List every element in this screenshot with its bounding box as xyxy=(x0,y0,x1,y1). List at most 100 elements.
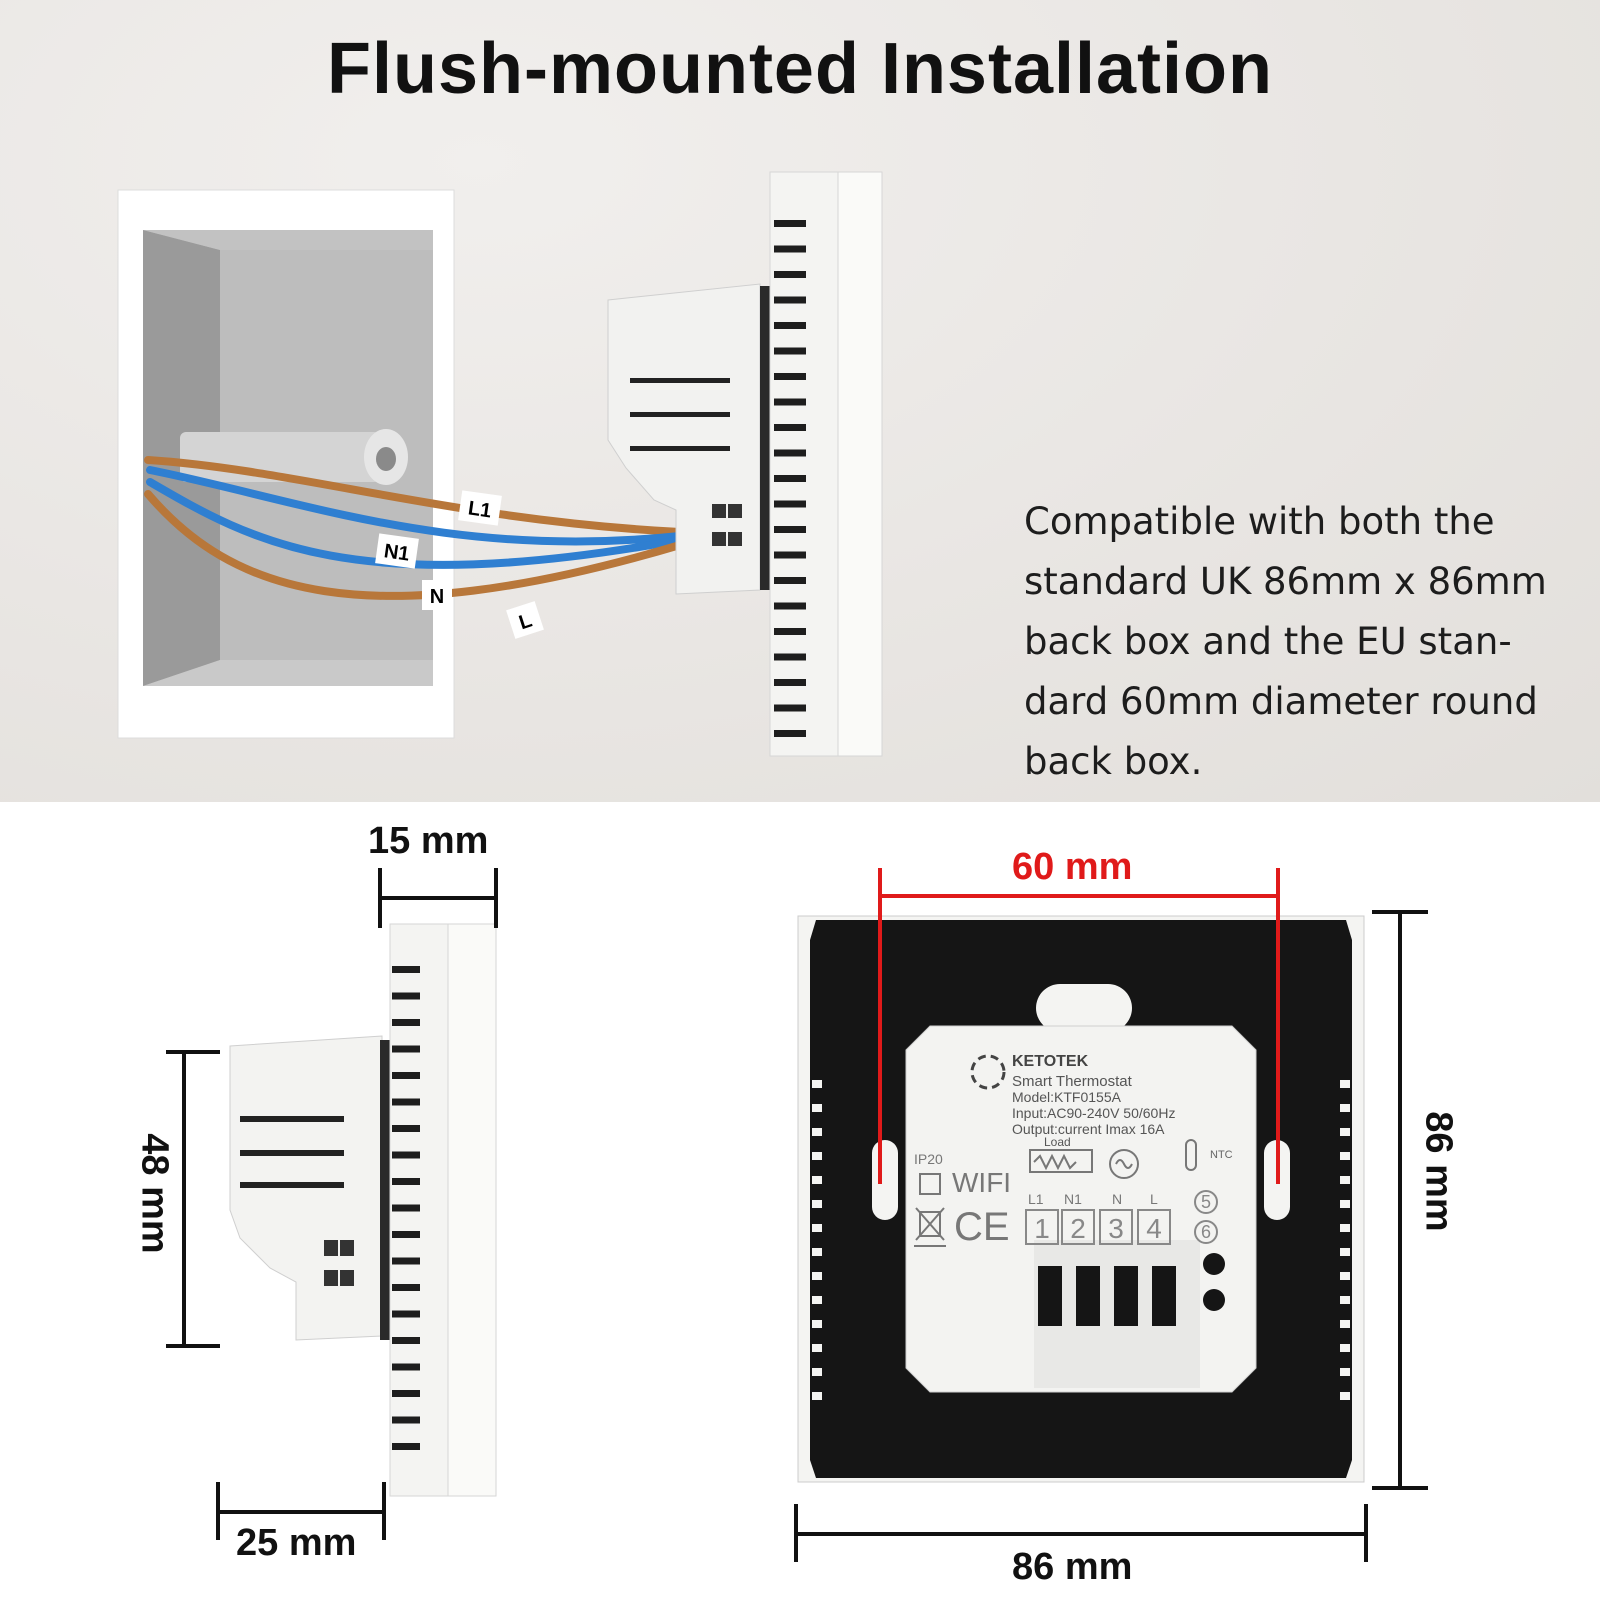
vent-slot xyxy=(774,628,806,635)
dimension-label-25mm: 25 mm xyxy=(236,1522,357,1564)
plate-notch xyxy=(1340,1080,1350,1088)
page-title: Flush-mounted Installation xyxy=(327,29,1273,109)
svg-text:L1: L1 xyxy=(467,497,493,522)
svg-text:Output:current Imax 16A: Output:current Imax 16A xyxy=(1012,1121,1165,1137)
vent-slot xyxy=(392,1125,420,1132)
vent-slot xyxy=(392,992,420,1000)
plate-notch xyxy=(812,1104,822,1112)
plate-notch xyxy=(1340,1296,1350,1304)
plate-notch xyxy=(812,1344,822,1352)
svg-text:6: 6 xyxy=(1201,1222,1211,1242)
svg-text:Smart Thermostat: Smart Thermostat xyxy=(1012,1073,1133,1090)
wires xyxy=(144,456,684,600)
vent-slot xyxy=(774,424,806,431)
vent-slot xyxy=(392,1045,420,1053)
vent-slot xyxy=(392,1443,420,1450)
vent-slot xyxy=(392,1019,420,1026)
plate-notch xyxy=(1340,1128,1350,1136)
vent-slot xyxy=(774,653,806,661)
plate-notch xyxy=(812,1368,822,1376)
plate-notch xyxy=(812,1224,822,1232)
vent-slot xyxy=(774,730,806,737)
description-line: back box. xyxy=(1024,740,1203,783)
vent-slot xyxy=(774,526,806,533)
wire-label-n: N xyxy=(422,580,452,610)
dimension-label-15mm: 15 mm xyxy=(368,820,489,862)
svg-text:Model:KTF0155A: Model:KTF0155A xyxy=(1012,1089,1122,1105)
vent-slot xyxy=(774,602,806,610)
svg-text:N1: N1 xyxy=(383,540,411,565)
description-line: dard 60mm diameter round xyxy=(1024,680,1538,723)
vent-slot xyxy=(774,704,806,712)
vent-slot xyxy=(774,500,806,508)
ip-rating-icon xyxy=(919,1173,941,1195)
plate-notch xyxy=(1340,1200,1350,1208)
plate-notch xyxy=(1340,1104,1350,1112)
wire-label-l1: L1 xyxy=(458,490,502,526)
svg-text:L1: L1 xyxy=(1028,1191,1044,1207)
vent-slot xyxy=(392,1257,420,1265)
svg-text:N: N xyxy=(430,586,444,608)
svg-text:5: 5 xyxy=(1201,1192,1211,1212)
plate-notch xyxy=(1340,1248,1350,1256)
plate-notch xyxy=(1340,1344,1350,1352)
plate-notch xyxy=(812,1392,822,1400)
dimension-label-86mm-height: 86 mm xyxy=(1417,1111,1460,1232)
svg-text:WIFI: WIFI xyxy=(952,1167,1011,1198)
vent-slot xyxy=(392,1178,420,1185)
svg-text:CE: CE xyxy=(954,1205,1010,1249)
vent-slot xyxy=(774,398,806,406)
plate-notch xyxy=(812,1080,822,1088)
description-line: Compatible with both the xyxy=(1024,500,1495,543)
vent-slot xyxy=(392,1204,420,1212)
ac-source-icon xyxy=(1109,1149,1139,1179)
vent-slot xyxy=(392,1151,420,1159)
hole-spacing-lines xyxy=(878,868,1280,1184)
device-module: KETOTEK Smart Thermostat Model:KTF0155A … xyxy=(905,1025,1257,1393)
plate-notch xyxy=(1340,1368,1350,1376)
vent-slot xyxy=(774,475,806,482)
plate-notch xyxy=(1340,1392,1350,1400)
vent-slot xyxy=(392,966,420,973)
plate-notch xyxy=(812,1248,822,1256)
svg-text:NTC: NTC xyxy=(1210,1149,1233,1161)
vent-slot xyxy=(774,245,806,253)
svg-text:Load: Load xyxy=(1044,1135,1071,1149)
wall-installation-illustration: L1 N1 N L xyxy=(117,171,883,757)
ntc-sensor-icon xyxy=(1185,1139,1197,1171)
plate-notch xyxy=(812,1272,822,1280)
svg-text:2: 2 xyxy=(1070,1213,1086,1244)
vent-slot xyxy=(392,1337,420,1344)
plate-notch xyxy=(1340,1272,1350,1280)
description-line: back box and the EU stan- xyxy=(1024,620,1512,663)
vent-slot xyxy=(774,296,806,304)
svg-text:3: 3 xyxy=(1108,1213,1124,1244)
vent-slot xyxy=(392,1310,420,1318)
vent-slot xyxy=(774,271,806,278)
plate-notch xyxy=(812,1320,822,1328)
vent-slot xyxy=(392,1390,420,1397)
vent-slot xyxy=(392,1072,420,1079)
plate-notch xyxy=(1340,1224,1350,1232)
wire-label-n1: N1 xyxy=(375,533,419,569)
mount-plate xyxy=(797,915,1365,1483)
svg-text:L: L xyxy=(1150,1191,1158,1207)
svg-text:Input:AC90-240V 50/60Hz: Input:AC90-240V 50/60Hz xyxy=(1012,1105,1175,1121)
dimension-lines xyxy=(166,868,1428,1562)
svg-text:1: 1 xyxy=(1034,1213,1050,1244)
vent-slot xyxy=(774,551,806,559)
thermostat-side-view-top xyxy=(607,171,883,757)
plate-notch xyxy=(812,1152,822,1160)
vent-slot xyxy=(392,1416,420,1424)
svg-text:KETOTEK: KETOTEK xyxy=(1012,1053,1089,1070)
vent-slot xyxy=(392,1231,420,1238)
vent-slot xyxy=(774,347,806,355)
plate-notch xyxy=(812,1200,822,1208)
plate-notch xyxy=(812,1296,822,1304)
thermostat-side-view xyxy=(229,923,497,1497)
weee-bin-icon xyxy=(914,1207,946,1247)
vent-slot xyxy=(392,1363,420,1371)
dimension-label-86mm-width: 86 mm xyxy=(1012,1546,1133,1588)
plate-notch xyxy=(1340,1320,1350,1328)
